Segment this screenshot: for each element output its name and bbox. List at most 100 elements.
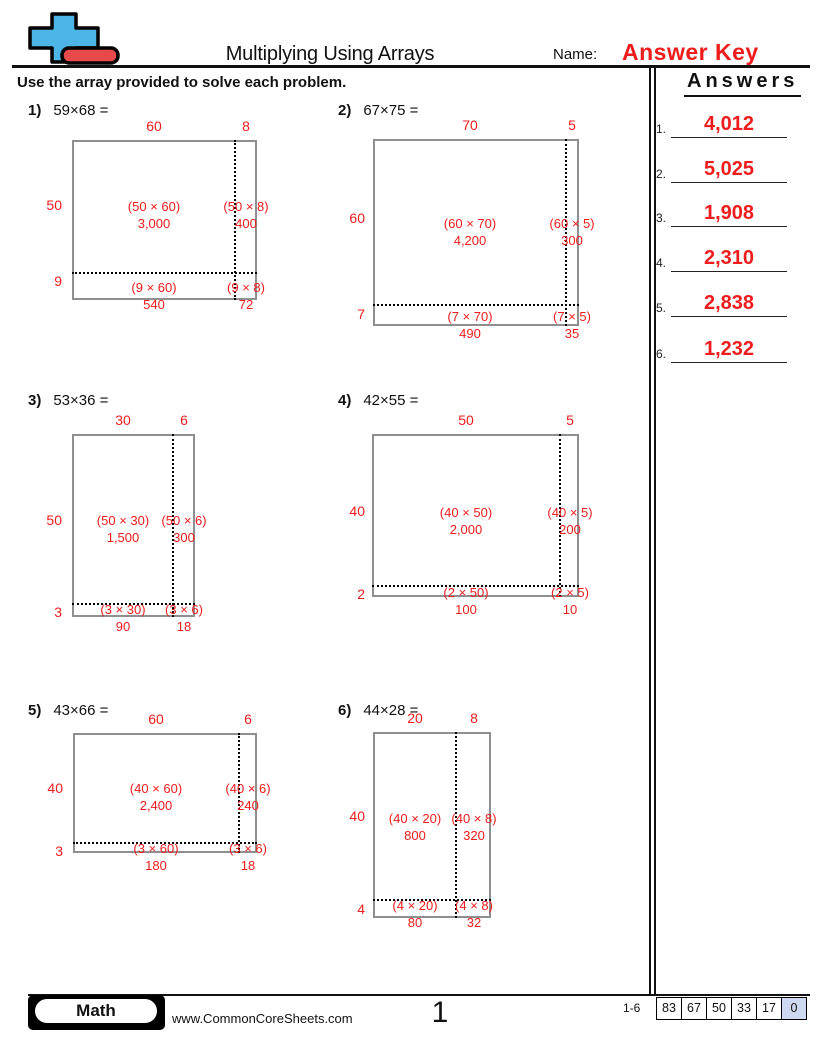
answer-row: 1. 4,012 — [656, 112, 788, 138]
array-col-split-line — [234, 140, 236, 300]
cell-value: 200 — [559, 522, 581, 537]
answer-number: 4. — [656, 256, 667, 270]
cell-expression: (40 × 50) — [439, 505, 493, 520]
array-col-split-line — [172, 434, 174, 617]
cell-expression: (2 × 50) — [443, 585, 489, 600]
problem-header: 6)44×28 = — [338, 702, 418, 719]
col-label: 8 — [470, 710, 478, 726]
cell-value: 90 — [115, 619, 131, 634]
cell-value: 80 — [407, 915, 423, 930]
col-label: 60 — [146, 118, 162, 134]
cell-expression: (9 × 60) — [131, 280, 177, 295]
partial-product-cell: (60 × 70) 4,200 — [444, 215, 496, 249]
cell-value: 320 — [463, 828, 485, 843]
cell-expression: (40 × 20) — [388, 811, 442, 826]
array-col-split-line — [238, 733, 240, 853]
partial-product-cell: (50 × 8) 400 — [223, 198, 268, 232]
cell-value: 32 — [466, 915, 482, 930]
partial-product-cell: (4 × 8) 32 — [455, 897, 493, 931]
cell-value: 2,400 — [139, 798, 173, 813]
answer-number: 1. — [656, 122, 667, 136]
problem-header: 4)42×55 = — [338, 392, 418, 409]
problem-equation: 53×36 = — [53, 392, 109, 409]
page-number: 1 — [431, 996, 449, 1029]
problem-header: 2)67×75 = — [338, 102, 418, 119]
partial-product-cell: (40 × 60) 2,400 — [130, 780, 182, 814]
cell-value: 3,000 — [137, 216, 171, 231]
header-rule — [12, 65, 810, 68]
cell-expression: (9 × 8) — [227, 280, 265, 295]
cell-value: 2,000 — [449, 522, 483, 537]
answer-row: 4. 2,310 — [656, 246, 788, 272]
answer-row: 6. 1,232 — [656, 337, 788, 363]
score-range-label: 1-6 — [623, 1001, 641, 1015]
array-rect — [372, 434, 579, 597]
problem-number: 1) — [28, 102, 42, 119]
partial-product-cell: (9 × 60) 540 — [131, 279, 176, 313]
answer-row: 2. 5,025 — [656, 157, 788, 183]
website-text: www.CommonCoreSheets.com — [172, 1011, 353, 1026]
partial-product-cell: (7 × 70) 490 — [447, 308, 492, 342]
problem-equation: 59×68 = — [53, 102, 109, 119]
partial-product-cell: (2 × 5) 10 — [551, 584, 589, 618]
problem-header: 5)43×66 = — [28, 702, 108, 719]
cell-expression: (3 × 6) — [229, 841, 267, 856]
col-label: 5 — [568, 117, 576, 133]
cell-value: 400 — [235, 216, 257, 231]
cell-expression: (40 × 6) — [225, 781, 271, 796]
cell-expression: (4 × 20) — [392, 898, 438, 913]
array-rect — [373, 732, 491, 918]
cell-value: 240 — [237, 798, 259, 813]
cell-value: 4,200 — [453, 233, 487, 248]
subject-label: Math — [35, 999, 157, 1023]
array-row-split-line — [73, 842, 257, 844]
score-cell-zero: 0 — [781, 997, 807, 1020]
partial-product-cell: (4 × 20) 80 — [392, 897, 437, 931]
array-col-split-line — [565, 139, 567, 326]
row-label: 50 — [46, 512, 62, 528]
problem-number: 5) — [28, 702, 42, 719]
answer-value: 5,025 — [671, 157, 788, 183]
answer-number: 5. — [656, 301, 667, 315]
cell-expression: (60 × 5) — [549, 216, 595, 231]
col-label: 70 — [462, 117, 478, 133]
problem-number: 3) — [28, 392, 42, 409]
row-label: 4 — [357, 901, 365, 917]
problem-header: 1) 59×68 = — [28, 102, 108, 119]
cell-expression: (50 × 30) — [96, 513, 150, 528]
footer-rule — [28, 994, 810, 996]
row-label: 9 — [54, 273, 62, 289]
array-row-split-line — [72, 272, 257, 274]
array-row-split-line — [372, 585, 579, 587]
partial-product-cell: (3 × 6) 18 — [165, 601, 203, 635]
score-cell: 17 — [756, 997, 782, 1020]
plus-minus-logo-icon — [28, 12, 120, 65]
answer-value: 1,908 — [671, 201, 788, 227]
partial-product-cell: (40 × 5) 200 — [547, 504, 592, 538]
partial-product-cell: (3 × 30) 90 — [100, 601, 145, 635]
partial-product-cell: (3 × 6) 18 — [229, 840, 267, 874]
row-label: 40 — [349, 808, 365, 824]
array-row-split-line — [373, 304, 579, 306]
answer-row: 3. 1,908 — [656, 201, 788, 227]
problem-equation: 44×28 = — [363, 702, 419, 719]
problem-header: 3) 53×36 = — [28, 392, 108, 409]
partial-product-cell: (40 × 8) 320 — [451, 810, 496, 844]
cell-value: 72 — [238, 297, 254, 312]
page-title: Multiplying Using Arrays — [225, 43, 435, 65]
partial-product-cell: (9 × 8) 72 — [227, 279, 265, 313]
col-label: 60 — [148, 711, 164, 727]
col-label: 20 — [407, 710, 423, 726]
cell-expression: (50 × 8) — [223, 199, 269, 214]
cell-expression: (3 × 6) — [165, 602, 203, 617]
partial-product-cell: (40 × 6) 240 — [225, 780, 270, 814]
cell-value: 18 — [240, 858, 256, 873]
cell-expression: (50 × 6) — [161, 513, 207, 528]
cell-expression: (60 × 70) — [443, 216, 497, 231]
answer-value: 2,838 — [671, 291, 788, 317]
answer-number: 2. — [656, 167, 667, 181]
cell-expression: (4 × 8) — [455, 898, 493, 913]
cell-expression: (3 × 60) — [133, 841, 179, 856]
partial-product-cell: (7 × 5) 35 — [553, 308, 591, 342]
